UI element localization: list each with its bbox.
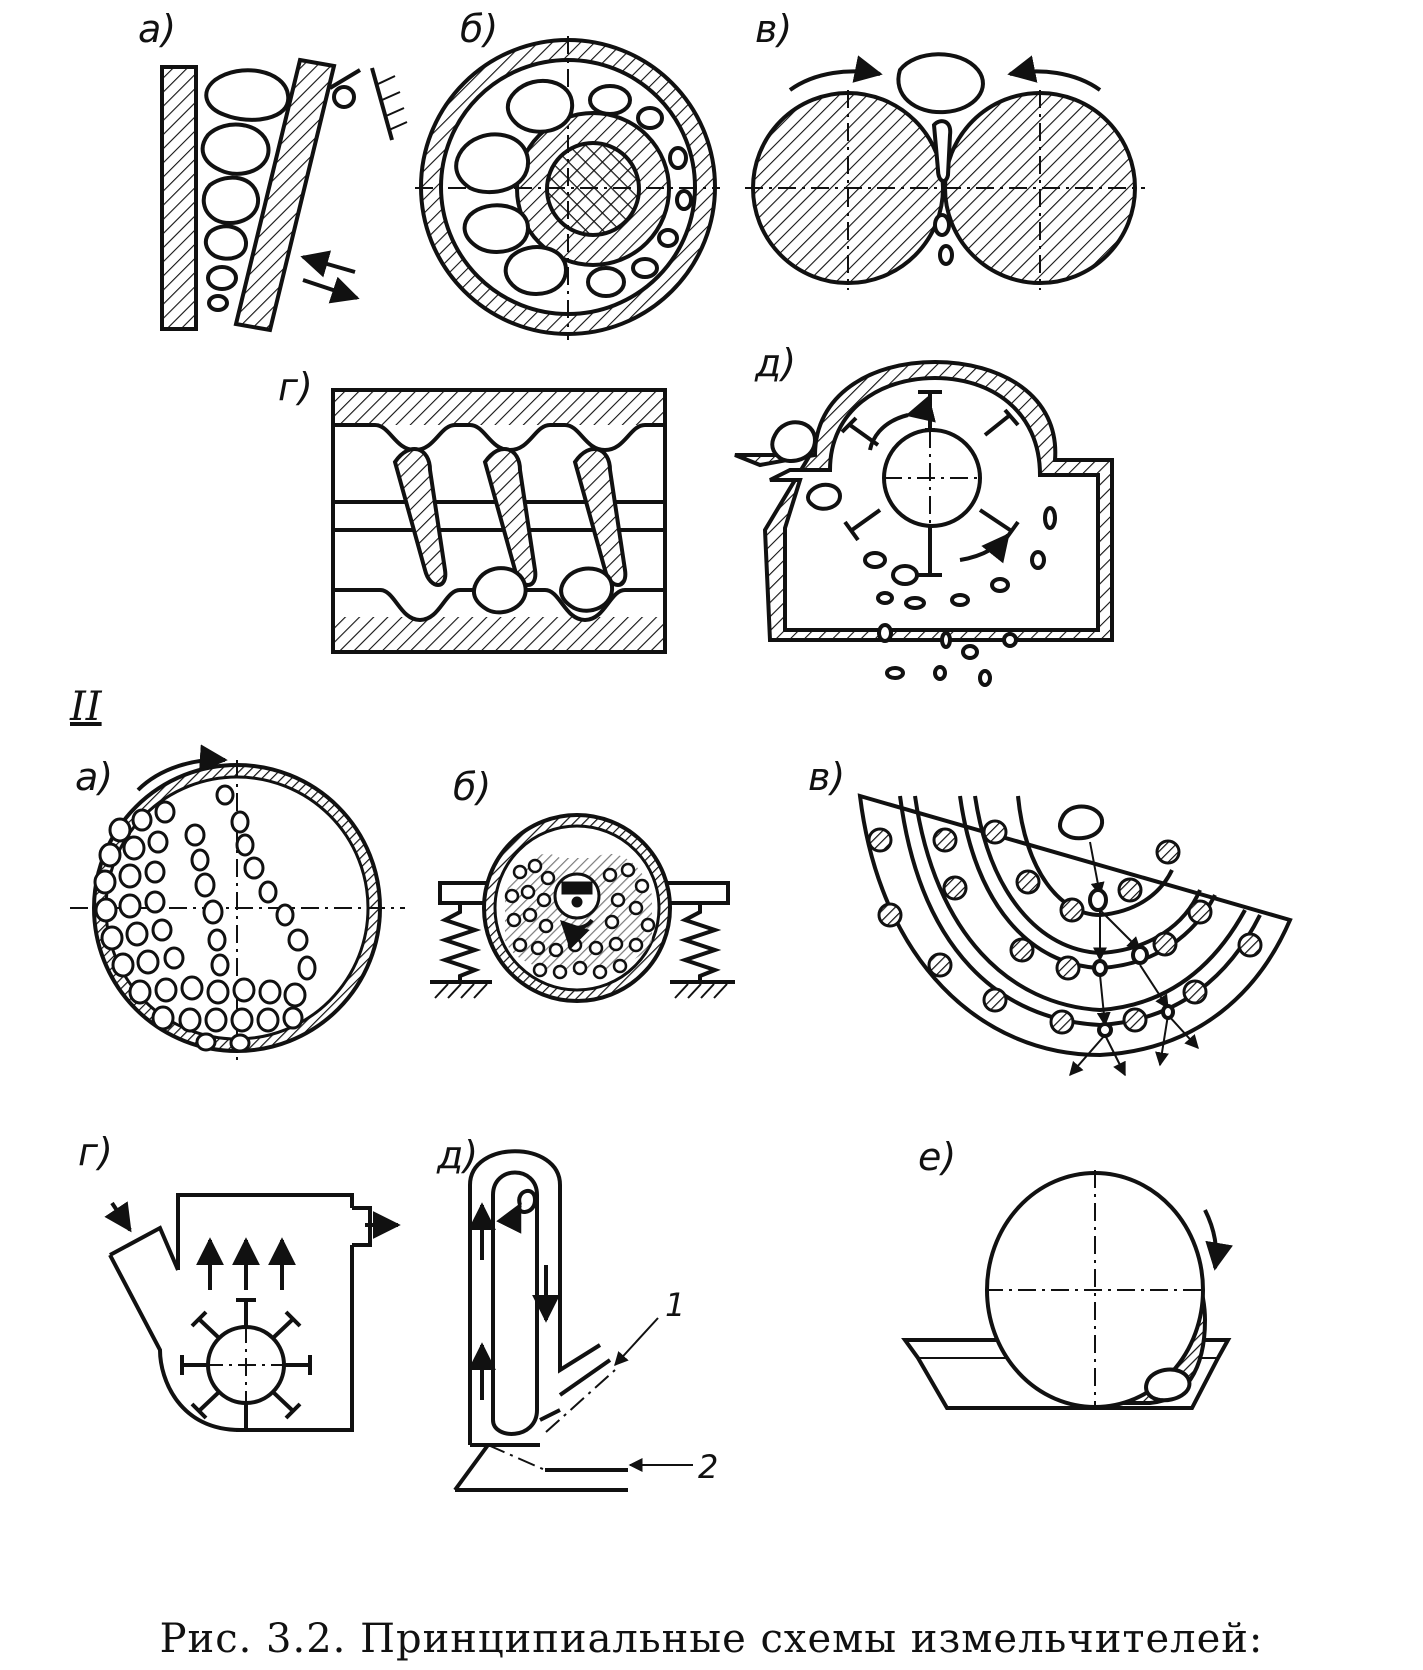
jaw-pivot [332, 85, 356, 109]
jet-mill-loop [468, 1149, 602, 1445]
roll-crusher-scheme: в) [745, 7, 1145, 290]
label-1g: г) [278, 365, 313, 409]
fixed-jaw [160, 65, 198, 331]
moving-jaw [233, 57, 337, 333]
label-2a: а) [75, 755, 113, 799]
wheel-mill-scheme: е) [901, 1135, 1233, 1410]
label-2e: е) [918, 1135, 956, 1179]
pins [867, 819, 1263, 1035]
eccentric-shaft [553, 872, 601, 920]
label-2g: г) [78, 1130, 113, 1174]
label-1a: а) [138, 7, 176, 51]
callout-2: 2 [698, 1448, 718, 1486]
jaw-crusher-scheme: а) [138, 7, 408, 333]
spring-left [430, 903, 492, 999]
ball-mill-scheme: а) [70, 744, 405, 1060]
label-1c: в) [755, 7, 792, 51]
spring-right [670, 903, 735, 999]
jet-mill-scheme: д) 1 2 [436, 1133, 718, 1492]
right-roll [943, 91, 1137, 285]
ore-lump [204, 68, 291, 122]
fan-mill-scheme: г) [78, 1130, 401, 1432]
label-2b: б) [453, 765, 491, 809]
label-2c: в) [808, 755, 845, 799]
label-1d: д) [754, 341, 796, 385]
screw-crusher-scheme: г) [278, 365, 667, 654]
pin-mill-scheme: в) [808, 755, 1293, 1077]
callout-1: 1 [665, 1286, 685, 1324]
cone-crusher-scheme: б) [415, 7, 720, 340]
vibration-mill-scheme: б) [430, 765, 735, 1003]
figure-caption: Рис. 3.2. Принципиальные схемы измельчит… [159, 1616, 1264, 1662]
label-2d: д) [436, 1133, 478, 1177]
label-1b: б) [460, 7, 498, 51]
section-marker: II [69, 684, 103, 730]
fan-mill-casing [108, 1193, 354, 1432]
grinding-balls [93, 784, 317, 1053]
feed-lump [896, 52, 985, 115]
hammer-crusher-scheme: д) [734, 341, 1114, 687]
